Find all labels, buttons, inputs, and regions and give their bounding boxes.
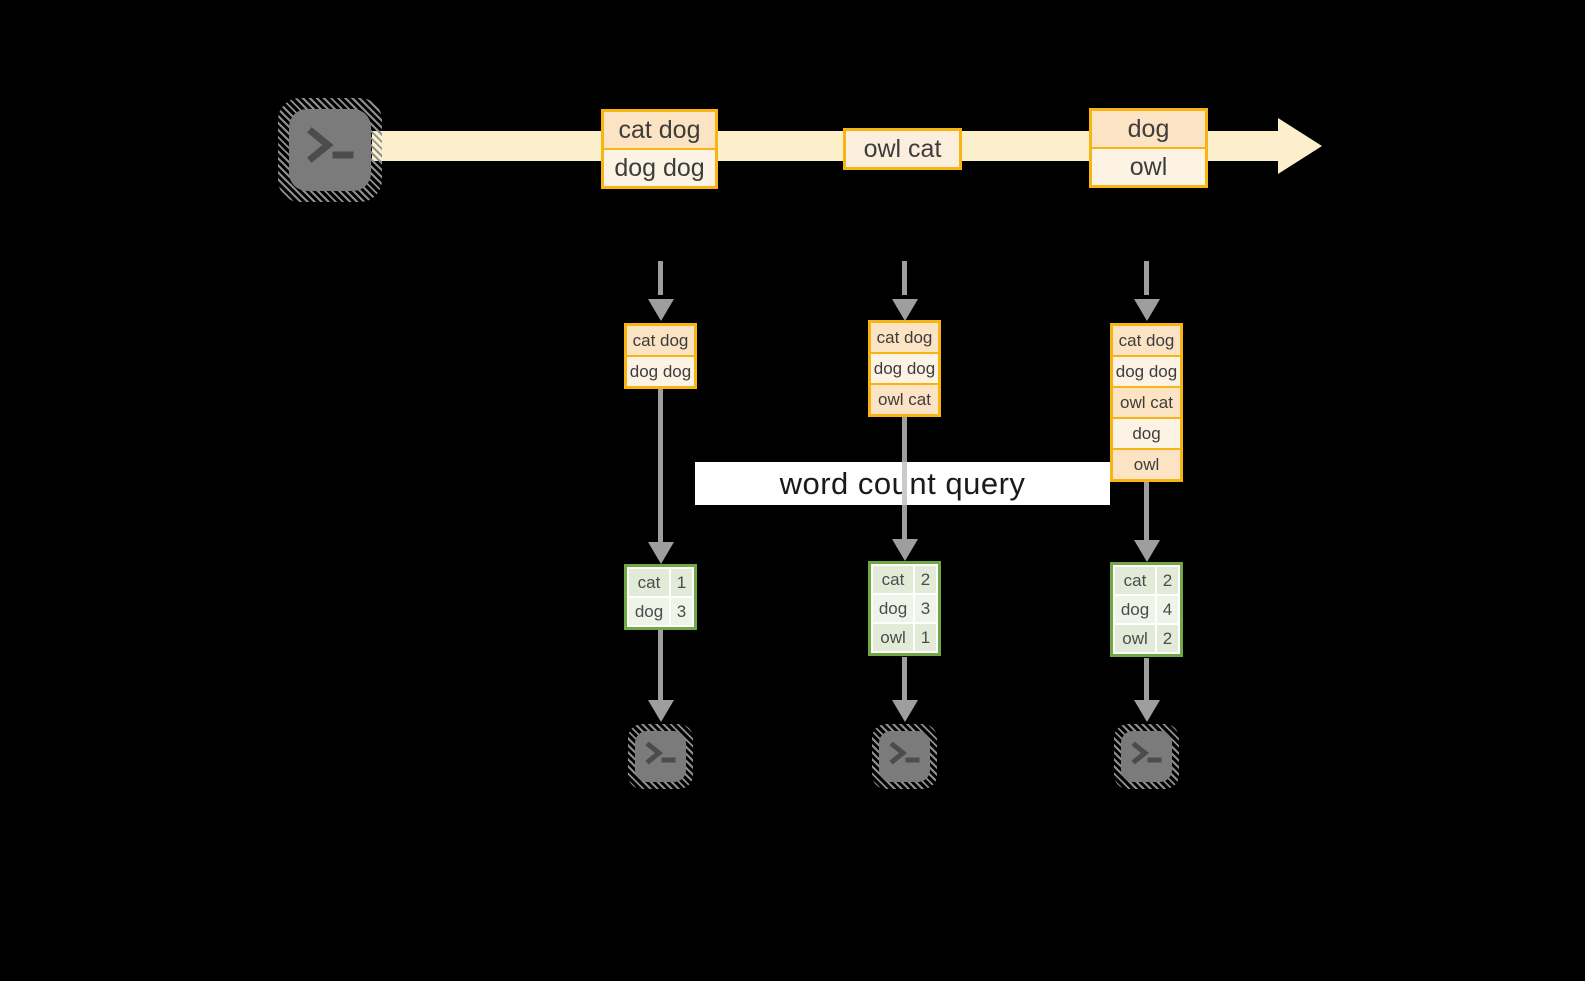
state-row: owl cat	[871, 385, 938, 414]
state-row: dog dog	[627, 357, 694, 386]
arrow-head	[648, 700, 674, 722]
terminal-body	[289, 109, 371, 191]
count-cell: 1	[671, 569, 692, 596]
arrow-line	[658, 630, 663, 700]
count-cell: 3	[671, 598, 692, 625]
state-row: dog	[1113, 419, 1180, 448]
arrow-line	[658, 389, 663, 542]
stream-batch-row: owl	[1092, 149, 1205, 185]
stream-batch-row: dog	[1092, 111, 1205, 147]
state-row: owl	[1113, 450, 1180, 479]
count-cell: 2	[915, 566, 936, 593]
arrow-line	[902, 462, 907, 505]
dashed-arrow-head	[892, 299, 918, 321]
arrow-head	[648, 542, 674, 564]
arrow-head	[1134, 540, 1160, 562]
dashed-arrow-line	[1144, 261, 1149, 295]
state-row: dog dog	[1113, 357, 1180, 386]
terminal-prompt-icon	[645, 742, 676, 765]
dashed-arrow-line	[902, 261, 907, 295]
terminal-body	[1121, 731, 1172, 782]
state-row: owl cat	[1113, 388, 1180, 417]
word-cell: cat	[873, 566, 913, 593]
count-row: dog 3	[629, 598, 692, 625]
stream-batch-row: dog dog	[604, 150, 715, 186]
state-row: dog dog	[871, 354, 938, 383]
sink-terminal-icon-2	[872, 724, 937, 789]
terminal-prompt-icon	[889, 742, 920, 765]
stream-batch-row: cat dog	[604, 112, 715, 148]
word-cell: owl	[1115, 625, 1155, 652]
state-row: cat dog	[1113, 326, 1180, 355]
count-cell: 4	[1157, 596, 1178, 623]
count-table-2: cat 2 dog 3 owl 1	[868, 561, 941, 656]
arrow-head	[892, 700, 918, 722]
sink-terminal-icon-3	[1114, 724, 1179, 789]
count-cell: 1	[915, 624, 936, 651]
dashed-arrow-line	[658, 261, 663, 295]
word-cell: dog	[873, 595, 913, 622]
arrow-head	[892, 539, 918, 561]
state-box-1: cat dog dog dog	[624, 323, 697, 389]
dashed-arrow-head	[648, 299, 674, 321]
arrow-line	[902, 417, 907, 462]
source-terminal-icon	[278, 98, 382, 202]
count-row: cat 1	[629, 569, 692, 596]
word-cell: dog	[629, 598, 669, 625]
arrow-line	[1144, 658, 1149, 700]
state-row: cat dog	[627, 326, 694, 355]
dashed-arrow-head	[1134, 299, 1160, 321]
terminal-body	[635, 731, 686, 782]
stream-batch-2: owl cat	[843, 128, 962, 170]
count-cell: 2	[1157, 625, 1178, 652]
stream-batch-3: dog owl	[1089, 108, 1208, 188]
state-row: cat dog	[871, 323, 938, 352]
arrow-line	[902, 657, 907, 700]
count-table-1: cat 1 dog 3	[624, 564, 697, 630]
word-cell: dog	[1115, 596, 1155, 623]
count-cell: 3	[915, 595, 936, 622]
count-row: cat 2	[873, 566, 936, 593]
count-table-3: cat 2 dog 4 owl 2	[1110, 562, 1183, 657]
state-box-2: cat dog dog dog owl cat	[868, 320, 941, 417]
stream-batch-1: cat dog dog dog	[601, 109, 718, 189]
count-row: owl 1	[873, 624, 936, 651]
arrow-head	[1134, 700, 1160, 722]
terminal-prompt-icon	[307, 127, 354, 163]
stream-arrowhead	[1278, 118, 1322, 174]
arrow-line	[902, 505, 907, 539]
stream-batch-row: owl cat	[846, 131, 959, 167]
terminal-body	[879, 731, 930, 782]
word-cell: owl	[873, 624, 913, 651]
count-row: owl 2	[1115, 625, 1178, 652]
arrow-line	[1144, 482, 1149, 540]
count-row: dog 3	[873, 595, 936, 622]
count-cell: 2	[1157, 567, 1178, 594]
word-cell: cat	[1115, 567, 1155, 594]
count-row: dog 4	[1115, 596, 1178, 623]
sink-terminal-icon-1	[628, 724, 693, 789]
terminal-prompt-icon	[1131, 742, 1162, 765]
word-cell: cat	[629, 569, 669, 596]
count-row: cat 2	[1115, 567, 1178, 594]
state-box-3: cat dog dog dog owl cat dog owl	[1110, 323, 1183, 482]
